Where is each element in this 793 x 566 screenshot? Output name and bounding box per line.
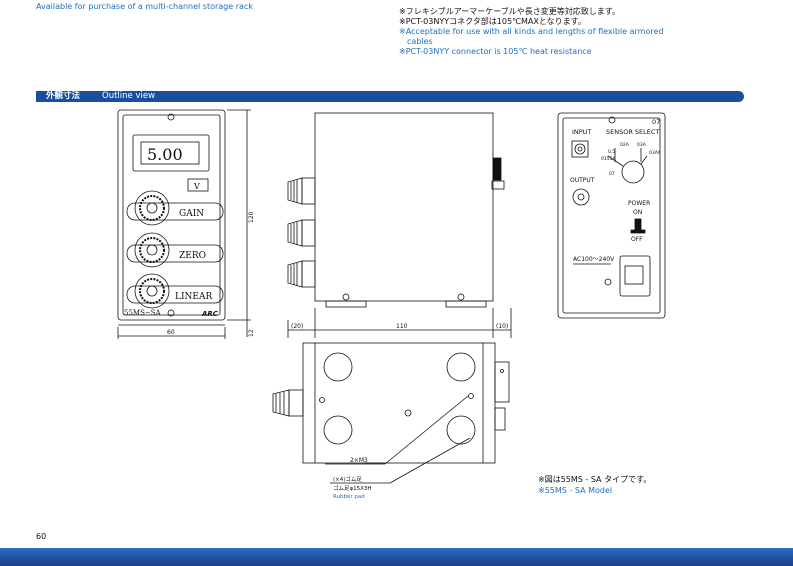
power-switch: [634, 218, 642, 232]
model-label: 55MS−SA: [124, 309, 162, 317]
bottom-knob: [272, 389, 304, 417]
unit-label-box: [187, 178, 209, 192]
bottom-connector: [494, 361, 510, 403]
screw-label: 2×M3: [350, 457, 368, 464]
knob-gain: [134, 190, 170, 226]
note-jp-2: ※PCT-03NYYコネクタ部は105℃MAXとなります。: [399, 17, 586, 26]
page-number: 60: [36, 532, 47, 541]
pad-label-count: (×4)ゴム足: [333, 475, 362, 483]
rubber-pad: [446, 415, 476, 445]
rear-panel-outline: [557, 112, 666, 319]
rear-view-drawing: INPUT SENSOR SELECT 07 OUTPUT 02A 03A 01…: [557, 112, 666, 319]
knob-label-gain: GAIN: [179, 209, 204, 219]
output-label: OUTPUT: [570, 177, 595, 184]
screw-hole: [468, 393, 474, 399]
note-en-1b: cables: [407, 37, 433, 46]
screw-icon: [342, 293, 350, 301]
side-connector: [492, 157, 502, 181]
front-panel-outline: [117, 109, 226, 321]
output-connector: [572, 188, 590, 206]
rubber-pad: [446, 352, 476, 382]
knob-zero: [134, 232, 170, 268]
off-label: OFF: [631, 236, 643, 243]
bottom-body: [302, 342, 496, 464]
side-body: [314, 112, 494, 302]
dim-right: (10): [496, 323, 508, 330]
section-header-bar: 外観寸法 Outline view: [36, 91, 744, 102]
power-label: POWER: [628, 200, 650, 207]
note-jp-1: ※フレキシブルアーマーケーブルや長さ変更等対応致します。: [399, 7, 620, 16]
screw-icon: [167, 113, 175, 121]
section-title-en: Outline view: [102, 91, 156, 101]
switch-pos-015sa: 015SA: [601, 156, 617, 162]
section-title-jp: 外観寸法: [46, 91, 81, 101]
brand-logo: ARC: [201, 310, 219, 318]
screw-icon: [404, 409, 412, 417]
switch-pos-03a: 03A: [637, 142, 647, 148]
switch-pos-05: 0.5: [608, 149, 615, 155]
sensor-select-switch: [621, 160, 645, 184]
display-value: 5.00: [147, 145, 183, 164]
pad-label-size: ゴム足φ15X3H: [333, 484, 372, 492]
switch-pos-03ay: 03AY: [649, 150, 660, 156]
display-window: [140, 141, 200, 165]
figure-note-jp: ※図は55MS - SA タイプです。: [538, 475, 652, 484]
sensor-select-label: SENSOR SELECT: [606, 128, 659, 136]
knob-linear: [134, 273, 170, 309]
rubber-pad: [323, 415, 353, 445]
indicator-hole: [604, 278, 612, 286]
knob-label-zero: ZERO: [179, 251, 206, 261]
dim-left: (20): [291, 323, 303, 330]
front-view-drawing: 5.00 V GAIN ZERO LINEAR 55MS−SA ARC 120 …: [117, 109, 255, 339]
screw-icon: [167, 309, 175, 317]
display-frame: [132, 134, 210, 172]
bottom-view-drawing: 2×M3 (×4)ゴム足 ゴム足φ15X3H Rubber pad: [272, 342, 510, 500]
figure-note-en: ※55MS - SA Model: [538, 486, 613, 495]
switch-pos-02a: 02A: [620, 142, 630, 148]
knob-label-linear: LINEAR: [175, 292, 212, 302]
front-panel-inner: [122, 114, 221, 316]
side-view-drawing: (20) 110 (10): [287, 112, 512, 338]
notes-block: ※フレキシブルアーマーケーブルや長さ変更等対応致します。 ※PCT-03NYYコ…: [399, 7, 663, 57]
unit-label: V: [193, 182, 200, 191]
pad-label-en: Rubber pad: [333, 494, 365, 500]
screw-icon: [608, 116, 616, 124]
screw-hole: [319, 397, 325, 403]
footer-bar: [0, 548, 793, 566]
note-en-2: ※PCT-03NYY connector is 105℃ heat resist…: [399, 47, 592, 56]
top-note: Available for purchase of a multi-channe…: [36, 2, 253, 11]
side-knob-2: [287, 219, 316, 247]
dim-depth-small: 12: [248, 329, 255, 337]
rubber-pad: [323, 352, 353, 382]
on-label: ON: [633, 209, 642, 216]
knob-bar-gain: [126, 202, 224, 221]
knob-bar-zero: [126, 244, 224, 263]
switch-pos-07: 07: [609, 171, 615, 177]
dim-height: 120: [248, 211, 255, 223]
screw-icon: [457, 293, 465, 301]
dim-width: 60: [167, 329, 175, 336]
power-inlet: [619, 255, 651, 297]
knob-bar-linear: [126, 285, 224, 304]
side-knob-3: [287, 260, 316, 288]
note-en-1: ※Acceptable for use with all kinds and l…: [399, 27, 664, 36]
ac-label: AC100〜240V: [573, 256, 615, 263]
code-label: 07: [652, 118, 660, 126]
input-label: INPUT: [572, 128, 591, 136]
input-connector: [571, 140, 589, 158]
side-knob-1: [287, 177, 316, 205]
dim-body: 110: [396, 323, 408, 330]
